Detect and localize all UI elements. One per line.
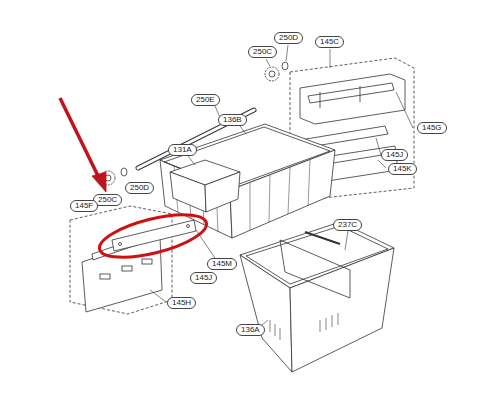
callout-number: 145H [167,297,196,309]
wire-basket-136b [160,124,335,238]
callout-number: 250D [274,32,303,44]
callout-number: 250D [125,182,154,194]
callout-number: 145J [381,149,408,161]
panel-rib [360,86,361,102]
highlight-ellipse [96,206,211,266]
callout-number: 237C [333,219,362,231]
callout-number: 145G [417,122,447,134]
rail-145g [308,83,394,103]
callout-number: 136A [236,324,265,336]
rail-145m [112,220,196,251]
small-bin-131a [170,160,240,212]
callout-number: 131A [168,144,197,156]
panel-slot [100,274,110,279]
pointer-arrowhead [92,172,106,192]
callout-number: 145J [190,272,217,284]
callout-number: 145K [388,163,417,175]
washer-250d [282,62,288,70]
bin-vents [270,313,338,340]
callout-number: 250E [191,94,220,106]
drawer-bin-136a [240,222,394,372]
panel-slot [142,259,152,264]
callout-number: 136B [218,114,247,126]
panel-rib [320,92,321,108]
callout-number: 145F [70,200,98,212]
callout-number: 250C [248,46,277,58]
callout-number: 145M [207,258,237,270]
side-panel [300,74,405,124]
rail-hole [119,243,122,246]
gear-hub [269,71,275,77]
divider-237c [280,232,350,298]
panel-slot [122,266,132,271]
leader-lines [150,45,413,326]
washer-250d [121,168,127,176]
gear-250c [265,67,279,81]
rail-hole [187,225,190,228]
callout-number: 145C [315,36,344,48]
rail-group-outline [70,206,172,314]
pointer-arrow [60,98,100,180]
